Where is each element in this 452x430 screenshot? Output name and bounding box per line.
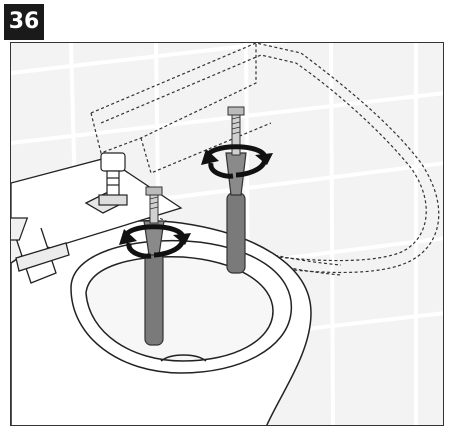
rotate-clockwise-arrow-icon [119, 224, 191, 259]
installation-illustration [11, 43, 443, 425]
rotate-clockwise-arrow-icon [201, 144, 273, 179]
mounting-rod-front [143, 186, 165, 346]
mounting-rod-rear [225, 106, 247, 274]
illustration-frame [10, 42, 444, 426]
water-connection-valve [98, 152, 128, 206]
step-number-badge: 36 [4, 4, 44, 40]
